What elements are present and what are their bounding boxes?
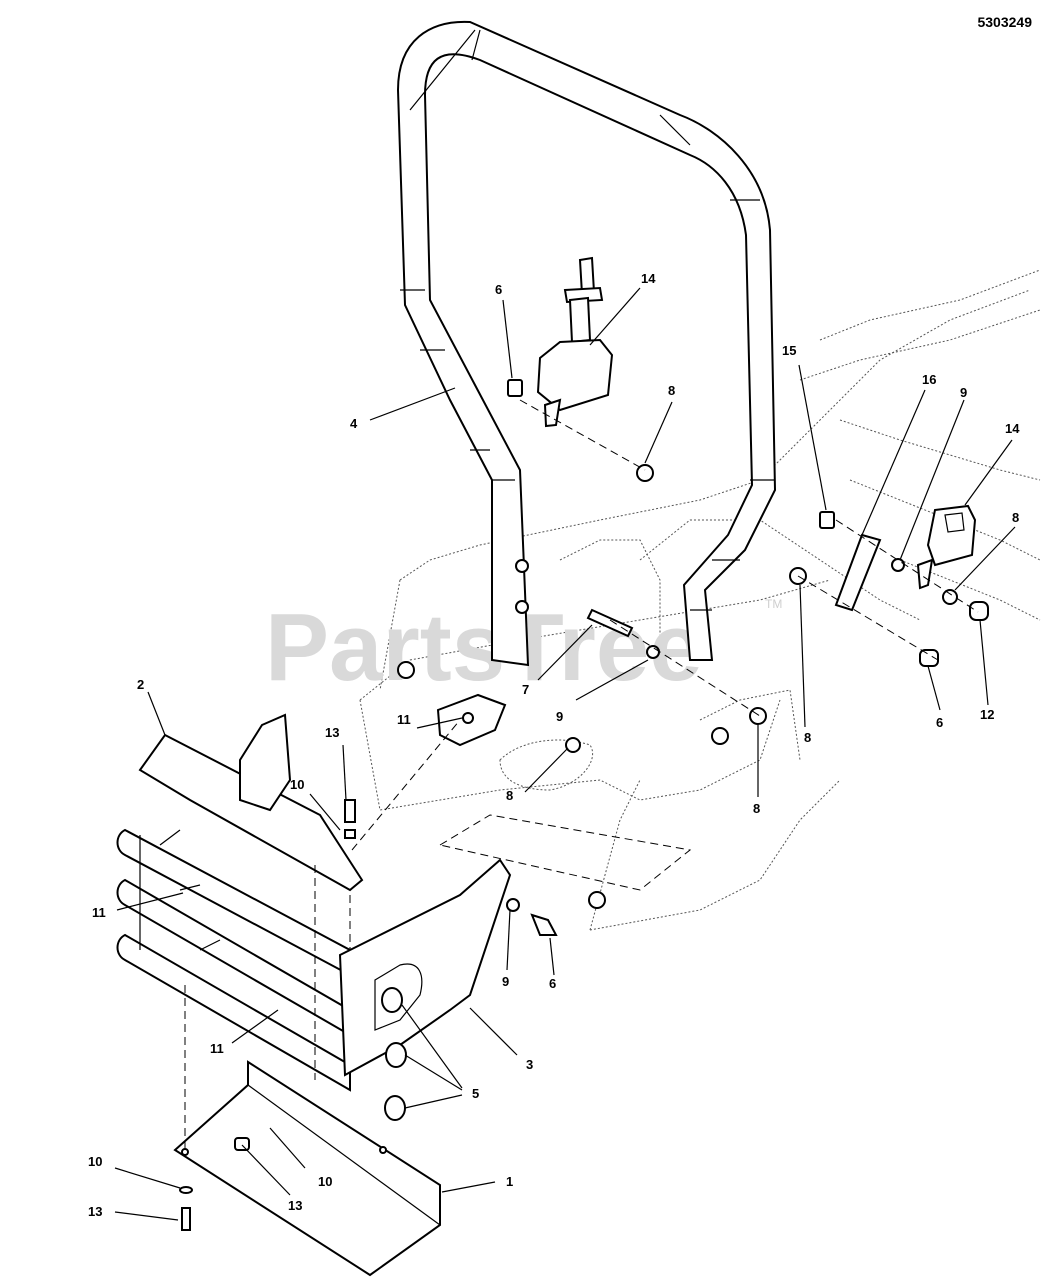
washer (646, 645, 660, 659)
callout-4: 4 (350, 416, 358, 431)
nut (942, 589, 958, 605)
callout-5: 5 (472, 1086, 479, 1101)
callout-9: 9 (556, 709, 563, 724)
bolt (819, 511, 835, 529)
washer (891, 558, 905, 572)
bracket-upper (138, 713, 364, 892)
leader-lines (114, 287, 1016, 1221)
bolt-head (515, 559, 529, 573)
callout-8: 8 (506, 788, 513, 803)
callout-9: 9 (502, 974, 509, 989)
bolt (919, 649, 939, 667)
callout-15: 15 (782, 343, 796, 358)
nut (636, 464, 654, 482)
callout-16: 16 (922, 372, 936, 387)
callout-9: 9 (960, 385, 967, 400)
bolt-head (515, 600, 529, 614)
callout-13: 13 (88, 1204, 102, 1219)
callout-11: 11 (210, 1041, 224, 1056)
washer (506, 898, 520, 912)
callout-10: 10 (318, 1174, 332, 1189)
bolt (234, 1137, 250, 1151)
callout-10: 10 (290, 777, 304, 792)
washer (344, 829, 356, 839)
callout-6: 6 (549, 976, 556, 991)
bottom-tray (173, 1060, 441, 1277)
watermark-text: PartsTree (265, 594, 703, 701)
nut (749, 707, 767, 725)
callout-14: 14 (1005, 421, 1020, 436)
watermark-trademark: TM (765, 597, 782, 611)
callout-8: 8 (668, 383, 675, 398)
callout-2: 2 (137, 677, 144, 692)
tray-hardware (179, 1137, 250, 1231)
nut (565, 737, 581, 753)
callout-labels: 2 13 10 11 8 11 11 9 6 3 5 1 10 13 10 13… (88, 271, 1020, 1219)
callout-3: 3 (526, 1057, 533, 1072)
seat-belt-buckle-right (916, 504, 977, 590)
watermark: PartsTree TM (265, 594, 782, 701)
bolt (344, 799, 356, 823)
side-plate (338, 858, 512, 1121)
spacer (969, 601, 989, 621)
callout-10: 10 (88, 1154, 102, 1169)
callout-13: 13 (325, 725, 339, 740)
callout-8: 8 (753, 801, 760, 816)
roll-bar (396, 20, 777, 667)
washer (179, 1186, 193, 1194)
pin (586, 608, 634, 638)
bolt (507, 379, 523, 397)
callout-13: 13 (288, 1198, 302, 1213)
nut (588, 891, 606, 909)
document-number: 5303249 (977, 14, 1032, 30)
belt-strap (834, 533, 882, 612)
callout-8: 8 (804, 730, 811, 745)
callout-12: 12 (980, 707, 994, 722)
nut (462, 712, 474, 724)
nut (397, 661, 415, 679)
callout-8: 8 (1012, 510, 1019, 525)
nut (711, 727, 729, 745)
callout-11: 11 (92, 905, 106, 920)
callout-6: 6 (936, 715, 943, 730)
tube-rack (116, 828, 351, 1092)
assembly-lines (184, 399, 979, 1150)
pin (181, 1207, 191, 1231)
callout-7: 7 (522, 682, 529, 697)
callout-6: 6 (495, 282, 502, 297)
callout-14: 14 (641, 271, 656, 286)
callout-11: 11 (397, 712, 411, 727)
bolt (530, 913, 558, 936)
seat-belt-retractor-upper (536, 256, 614, 428)
callout-1: 1 (506, 1174, 513, 1189)
